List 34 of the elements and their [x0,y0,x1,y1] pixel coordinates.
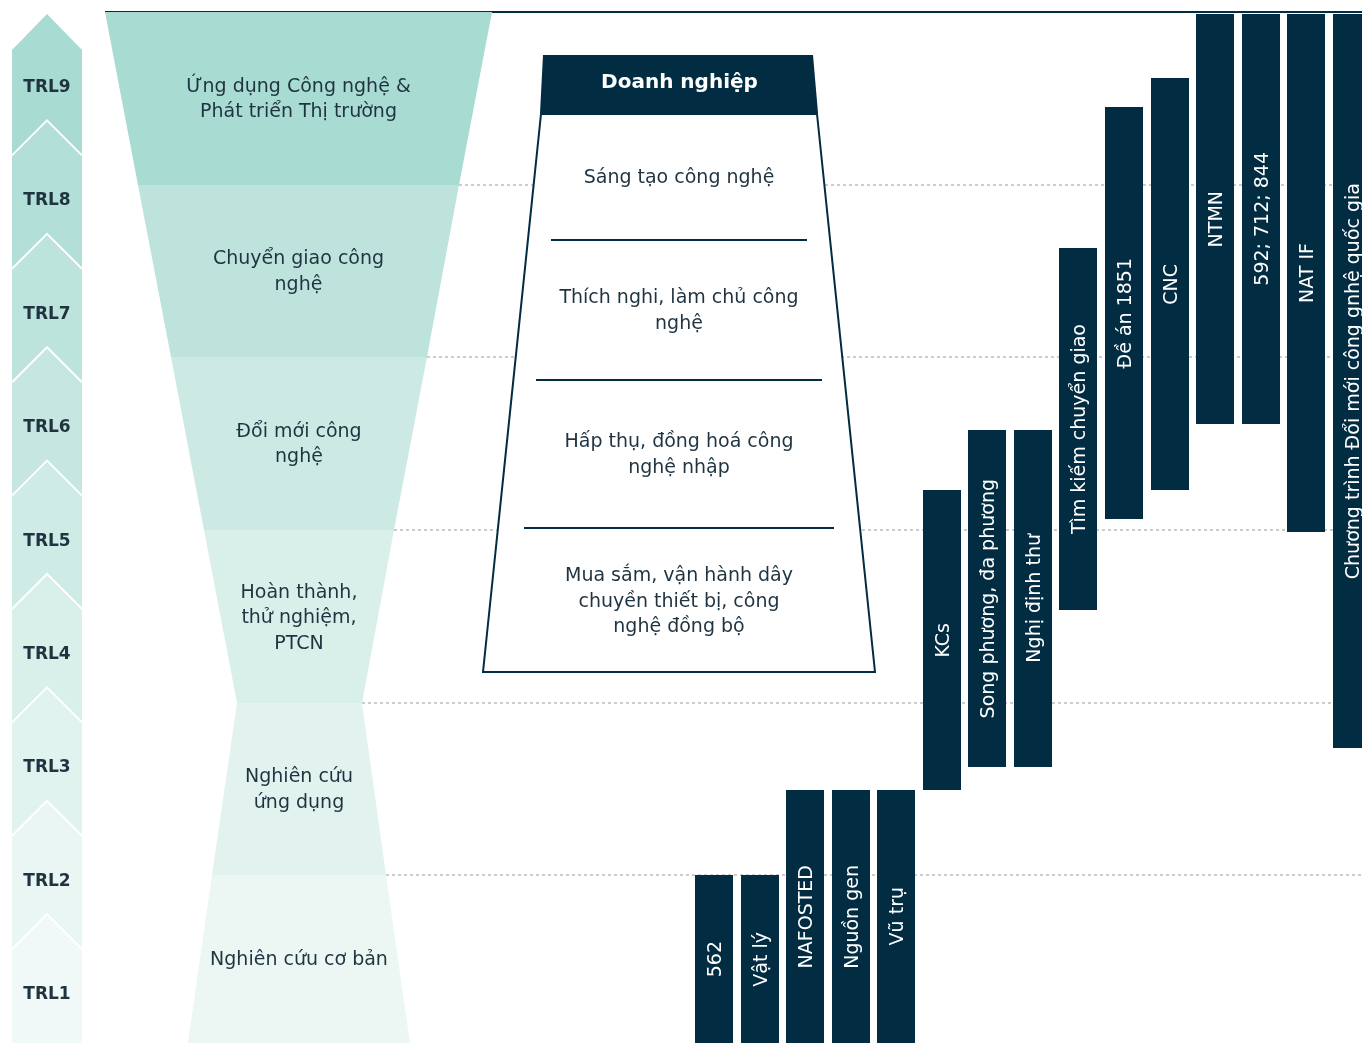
trl-level-label: TRL8 [22,189,72,210]
trl-level-label: TRL6 [22,416,72,437]
program-bar: NTMN [1196,14,1234,424]
program-bar: NAT IF [1287,14,1325,532]
program-bar: Vũ trụ [877,790,915,1043]
program-bar: Nghị định thư [1014,430,1052,767]
stage-label: Nghiên cứu cơ bản [209,946,389,972]
trl-level-label: TRL4 [22,643,72,663]
program-bar: 562 [695,875,733,1043]
stage-label: Đổi mới công nghệ [235,417,363,469]
trl-level-label: TRL1 [22,983,72,1004]
panel-heading: Doanh nghiệp [600,69,759,93]
trl-level-label: TRL5 [22,529,72,550]
program-bar: KCs [923,490,961,790]
trl-level-label: TRL9 [22,76,72,96]
level-text: Mua sắm, vận hành dây chuyền thiết bị, công nghệ đồng bộ [552,528,806,673]
program-bar: CNC [1151,78,1189,490]
program-bar: Song phương, đa phương [968,430,1006,767]
program-bar: Nguồn gen [832,790,870,1043]
trl-level-label: TRL2 [22,869,72,890]
program-bar: Đề án 1851 [1105,107,1143,519]
level-text: Sáng tạo công nghệ [552,113,806,240]
program-bar: Vật lý [741,875,779,1043]
trl-level-label: TRL3 [22,756,72,777]
program-bar: 592; 712; 844 [1242,14,1280,424]
level-text: Thích nghi, làm chủ công nghệ [552,240,806,380]
level-text: Hấp thụ, đồng hoá công nghệ nhập [552,380,806,528]
stage-label: Ứng dụng Công nghệ & Phát triển Thị trường [185,72,412,124]
stage-label: Hoàn thành, thử nghiệm, PTCN [239,578,359,655]
program-bar: Tìm kiếm chuyển giao [1059,248,1097,610]
stage-label: Chuyển giao công nghệ [211,245,386,296]
program-bar: NAFOSTED [786,790,824,1043]
stage-label: Nghiên cứu ứng dụng [244,763,354,814]
trl-level-label: TRL7 [22,302,72,323]
